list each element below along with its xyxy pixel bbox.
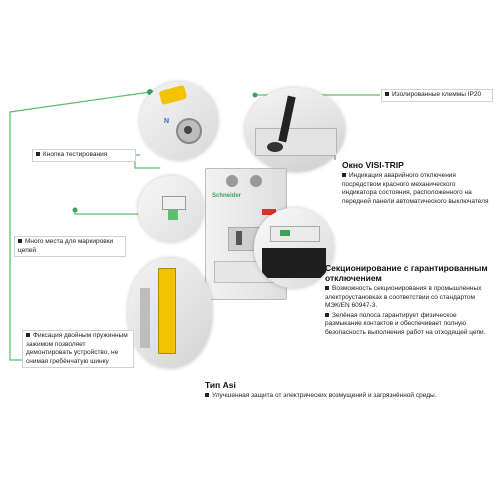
visi-trip-title: Окно VISI-TRIP — [342, 160, 404, 170]
sectioning-bullet-1: Возможность секционирования в промышленн… — [325, 285, 482, 309]
type-asi-title: Тип Asi — [205, 380, 236, 390]
green-stripe — [280, 230, 290, 236]
label-terminals: Изолированные клеммы IP20 — [381, 89, 493, 102]
visi-trip-text: Индикация аварийного отключения посредст… — [342, 172, 489, 205]
pole-mark-n: N — [164, 118, 170, 125]
bullet-square-icon — [342, 173, 346, 178]
bullet-square-icon — [205, 393, 209, 398]
bullet-square-icon — [26, 333, 30, 338]
sectioning-bullet-2: Зелёная полоса гарантирует физическое ра… — [325, 311, 486, 336]
clamp-zoom-circle — [128, 258, 212, 368]
yellow-clamp-icon — [158, 268, 176, 354]
test-button-zoom-circle — [138, 176, 204, 242]
screwdriver-zoom-circle — [245, 88, 345, 172]
label-clamp: Фиксация двойным пружинным зажимом позво… — [22, 330, 134, 368]
type-asi-text: Улучшенная защита от электрических возму… — [212, 392, 437, 399]
visi-trip-block: Окно VISI-TRIP Индикация аварийного откл… — [342, 160, 492, 206]
bullet-square-icon — [385, 92, 389, 97]
device-brand: Schneider — [212, 193, 242, 199]
bullet-square-icon — [36, 152, 40, 157]
sectioning-title: Секционирование с гарантированным отключ… — [325, 263, 488, 283]
sectioning-block: Секционирование с гарантированным отключ… — [325, 263, 495, 337]
bullet-square-icon — [18, 239, 22, 244]
sectioning-zoom-circle — [254, 208, 334, 288]
bullet-square-icon — [325, 312, 329, 317]
bullet-square-icon — [325, 286, 329, 291]
label-test-button: Кнопка тестирования — [32, 149, 136, 162]
type-asi-block: Тип Asi Улучшенная защита от электрическ… — [205, 380, 465, 401]
terminal-zoom-circle: N — [140, 82, 218, 160]
label-marking-space: Много места для маркировки цепей — [14, 236, 126, 257]
